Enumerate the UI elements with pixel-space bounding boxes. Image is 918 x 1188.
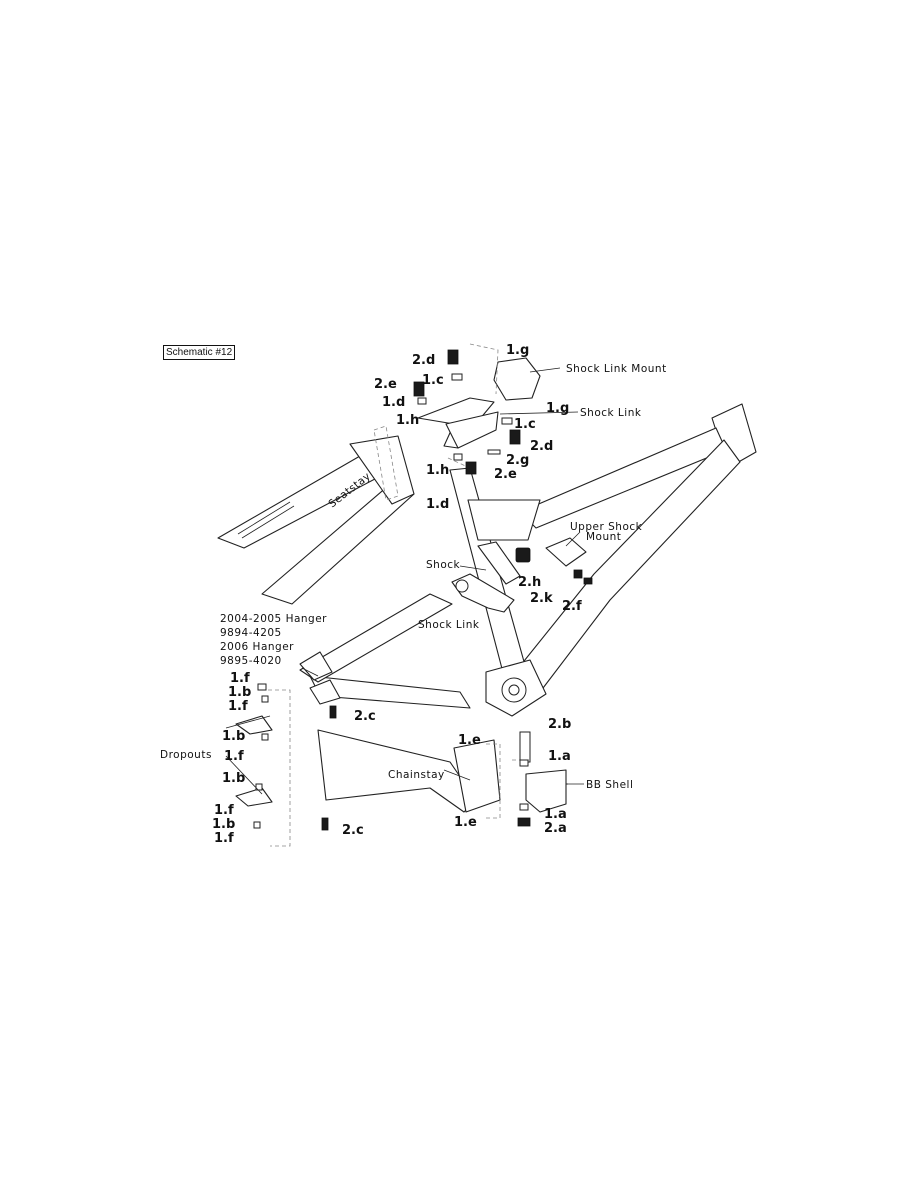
bolt-2c-lower	[321, 817, 329, 831]
hardware-1b-h	[253, 821, 261, 829]
chainstay-assembly	[299, 593, 501, 813]
part-label-2e-mid: 2.e	[494, 467, 517, 482]
part-label-2a: 2.a	[544, 821, 567, 836]
part-label-1b-h: 1.b	[212, 817, 235, 832]
shock-link-upper-arm	[445, 411, 499, 449]
bolt-2d-mid	[509, 429, 521, 445]
part-label-1d-mid: 1.d	[426, 497, 449, 512]
part-label-1g-mid: 1.g	[546, 401, 569, 416]
upper-shock-link	[417, 357, 541, 449]
part-label-1c-top: 1.c	[422, 373, 444, 388]
part-label-2c-upper: 2.c	[354, 709, 376, 724]
part-label-2b: 2.b	[548, 717, 571, 732]
part-label-2d-mid: 2.d	[530, 439, 553, 454]
hardware	[253, 349, 593, 831]
explode-lines	[268, 343, 530, 847]
part-label-1b-c: 1.b	[222, 729, 245, 744]
bb-axle	[519, 731, 531, 763]
hanger-2004	[299, 651, 333, 681]
part-label-1f-b: 1.f	[228, 699, 248, 714]
dropouts	[235, 651, 341, 807]
part-label-2h: 2.h	[518, 575, 541, 590]
hanger-2006	[309, 679, 341, 705]
part-label-1f-i: 1.f	[214, 831, 234, 846]
bushing-1h-mid	[453, 453, 463, 461]
bolt-2c-upper	[329, 705, 337, 719]
shock-link-pivot	[455, 579, 469, 593]
hardware-1b-c	[261, 733, 269, 741]
part-label-2k: 2.k	[530, 591, 553, 606]
shock-eyelet	[515, 547, 531, 563]
part-label-2g: 2.g	[506, 453, 529, 468]
part-label-1h-mid: 1.h	[426, 463, 449, 478]
part-label-1g-top: 1.g	[506, 343, 529, 358]
washer-1c-top	[451, 373, 463, 381]
label-hanger-2004: 2004-2005 Hanger	[220, 613, 327, 625]
part-label-1b-a: 1.b	[228, 685, 251, 700]
seatstay-bridge	[349, 435, 415, 505]
main-pivot-bore	[508, 684, 520, 696]
bolt-2k	[573, 569, 583, 579]
main-frame	[449, 403, 757, 717]
part-label-1f-g: 1.f	[214, 803, 234, 818]
part-label-1b-e: 1.b	[222, 771, 245, 786]
part-label-1f-d: 1.f	[224, 749, 244, 764]
part-label-2c-lower: 2.c	[342, 823, 364, 838]
part-labels: 2.d 1.g 2.e 1.c 1.d 1.h 1.g 1.c 2.d 2.g …	[212, 343, 582, 846]
chainstay-right	[317, 729, 477, 813]
bolt-2f	[583, 577, 593, 585]
label-chainstay: Chainstay	[388, 769, 445, 781]
lower-shock-link	[451, 573, 515, 613]
bolt-2e-mid	[465, 461, 477, 475]
label-dropouts: Dropouts	[160, 749, 212, 761]
dropout-upper	[235, 715, 273, 735]
leader-lines	[225, 367, 584, 795]
cup-2a	[517, 817, 531, 827]
part-label-1c-mid: 1.c	[514, 417, 536, 432]
part-label-1a-bot: 1.a	[544, 807, 567, 822]
bb-shell-body	[525, 769, 567, 813]
part-label-1d-top: 1.d	[382, 395, 405, 410]
label-shock-link-mount: Shock Link Mount	[566, 363, 667, 375]
hardware-1f-a	[257, 683, 267, 691]
hardware-1b-e	[255, 783, 263, 791]
part-label-1e-bot: 1.e	[454, 815, 477, 830]
top-tube-gusset	[467, 499, 541, 541]
label-hanger-2006-pn: 9895-4020	[220, 655, 282, 667]
part-label-2e-top: 2.e	[374, 377, 397, 392]
label-hanger-2006: 2006 Hanger	[220, 641, 294, 653]
label-upper-shock-1: Upper Shock	[570, 521, 643, 533]
label-hanger-2004-pn: 9894-4205	[220, 627, 282, 639]
hardware-1b-a	[261, 695, 269, 703]
dropout-lower	[235, 787, 273, 807]
axle-2g	[487, 449, 501, 455]
part-label-1h-top: 1.h	[396, 413, 419, 428]
washer-1c-mid	[501, 417, 513, 425]
part-label-1f-a: 1.f	[230, 671, 250, 686]
bearing-1a-bot	[519, 803, 529, 811]
label-bb-shell: BB Shell	[586, 779, 633, 791]
seatstay-assembly	[217, 435, 415, 605]
label-shock-link-lower: Shock Link	[418, 619, 480, 631]
label-shock: Shock	[426, 559, 461, 571]
part-label-1a-top: 1.a	[548, 749, 571, 764]
label-shock-link-upper: Shock Link	[580, 407, 642, 419]
part-label-2d-top: 2.d	[412, 353, 435, 368]
part-label-2f: 2.f	[562, 599, 582, 614]
bolt-2d-top	[447, 349, 459, 365]
shock-link-mount-body	[493, 357, 541, 401]
bushing-1d-top	[417, 397, 427, 405]
shock-body	[477, 541, 521, 585]
bolt-2e-top	[413, 381, 425, 397]
label-upper-shock-2: Mount	[586, 531, 621, 543]
part-label-1e-top: 1.e	[458, 733, 481, 748]
schematic-title: Schematic #12	[163, 345, 236, 360]
upper-shock-mount-part	[545, 537, 587, 567]
shock-assembly	[477, 537, 587, 585]
bb-shell-part	[519, 731, 567, 813]
bearing-1a-top	[519, 759, 529, 767]
